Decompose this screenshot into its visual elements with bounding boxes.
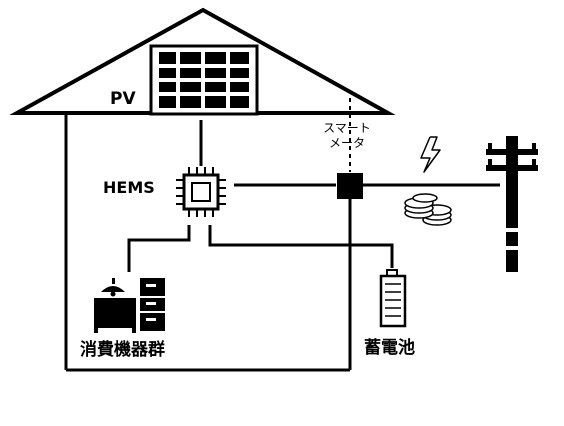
- lamp-icon: [101, 278, 125, 297]
- battery-label: 蓄電池: [364, 338, 415, 358]
- coins-icon: [404, 193, 452, 226]
- tv-icon: [94, 298, 136, 333]
- chip-icon: [176, 167, 226, 217]
- smart-meter-icon: [337, 173, 363, 199]
- smart-meter-label-line2: メータ: [328, 136, 365, 150]
- utility-pole-icon: [486, 136, 538, 272]
- pv-label: PV: [110, 89, 136, 109]
- appliances-label: 消費機器群: [80, 340, 165, 360]
- smart-meter-label: スマート メータ: [312, 121, 382, 151]
- wiring-down: [127, 225, 394, 272]
- battery-icon: [379, 269, 407, 328]
- lightning-icon: [420, 136, 441, 173]
- smart-meter-label-line1: スマート: [323, 121, 371, 135]
- solar-panel-icon: [149, 44, 259, 116]
- refrigerator-icon: [140, 278, 165, 331]
- hems-label: HEMS: [103, 178, 155, 197]
